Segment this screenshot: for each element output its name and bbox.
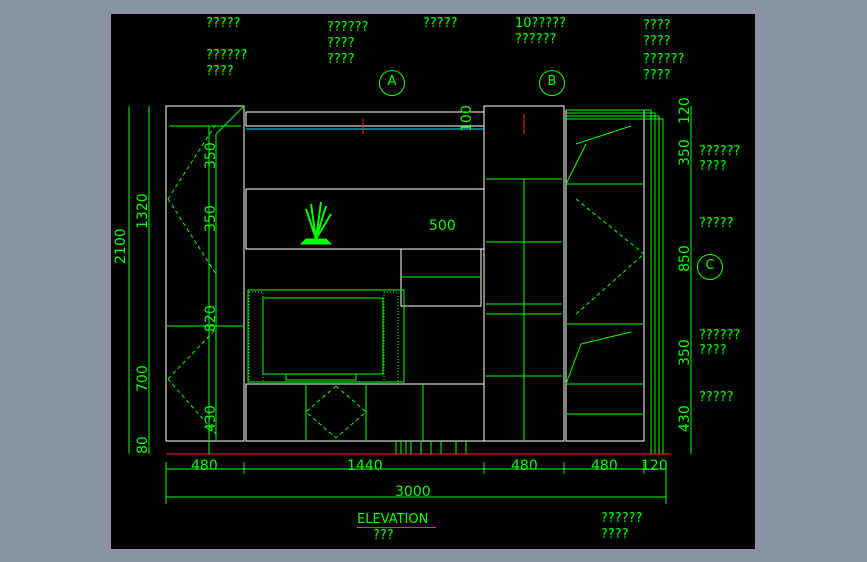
callout-top-2: ?????? xyxy=(206,48,248,63)
callout-bottom-1: ?????? xyxy=(601,511,643,526)
callout-top-6: ???? xyxy=(327,52,355,67)
callout-bottom-2: ???? xyxy=(601,527,629,542)
callout-right-1: ?????? xyxy=(699,144,741,159)
section-marker-a: A xyxy=(379,70,405,96)
top-valance xyxy=(245,111,485,127)
dim-right-430: 430 xyxy=(677,405,693,432)
elevation-drawing xyxy=(128,105,692,504)
section-marker-c: C xyxy=(697,254,723,280)
dim-inner-350b: 350 xyxy=(203,205,219,232)
dim-left-2100: 2100 xyxy=(113,228,129,264)
callout-top-4: ?????? xyxy=(327,20,369,35)
section-marker-b: B xyxy=(539,70,565,96)
drawing-subtitle: ??? xyxy=(373,528,394,543)
callout-top-5: ???? xyxy=(327,36,355,51)
dim-500: 500 xyxy=(429,218,456,234)
callout-right-3: ????? xyxy=(699,216,734,231)
dim-left-80: 80 xyxy=(135,436,151,454)
dim-right-350a: 350 xyxy=(677,139,693,166)
dim-bottom-480a: 480 xyxy=(191,458,218,474)
dim-inner-430: 430 xyxy=(203,405,219,432)
callout-top-12: ?????? xyxy=(643,52,685,67)
callout-right-6: ????? xyxy=(699,390,734,405)
drawing-title: ELEVATION xyxy=(357,512,437,528)
dim-total: 3000 xyxy=(395,484,431,500)
lower-cabinet xyxy=(245,383,485,442)
callout-right-4: ?????? xyxy=(699,328,741,343)
dim-bottom-480c: 480 xyxy=(591,458,618,474)
left-cabinet xyxy=(165,105,245,442)
dim-right-120: 120 xyxy=(677,97,693,124)
callout-top-1: ????? xyxy=(206,16,241,31)
dim-inner-820: 820 xyxy=(203,305,219,332)
callout-top-9: ?????? xyxy=(515,32,557,47)
callout-top-7: ????? xyxy=(423,16,458,31)
dim-left-1320: 1320 xyxy=(135,193,151,229)
dim-left-700: 700 xyxy=(135,365,151,392)
callout-top-13: ???? xyxy=(643,68,671,83)
callout-top-8: 10????? xyxy=(515,16,567,31)
cabinet-details xyxy=(166,105,664,454)
drawing-canvas: ????? ?????? ???? ?????? ???? ???? ?????… xyxy=(111,14,755,549)
dim-inner-350a: 350 xyxy=(203,142,219,169)
callout-top-10: ???? xyxy=(643,18,671,33)
callout-right-2: ???? xyxy=(699,159,727,174)
dim-100: 100 xyxy=(459,105,475,132)
dim-bottom-1440: 1440 xyxy=(347,458,383,474)
dim-right-850: 850 xyxy=(677,245,693,272)
dim-right-350b: 350 xyxy=(677,339,693,366)
plinth-hatch xyxy=(395,441,467,454)
cabinet-outlines xyxy=(165,105,645,442)
dim-bottom-120: 120 xyxy=(641,458,668,474)
callout-top-3: ???? xyxy=(206,64,234,79)
callout-right-5: ???? xyxy=(699,343,727,358)
dim-bottom-480b: 480 xyxy=(511,458,538,474)
dimension-lines xyxy=(128,106,692,504)
callout-top-11: ???? xyxy=(643,34,671,49)
